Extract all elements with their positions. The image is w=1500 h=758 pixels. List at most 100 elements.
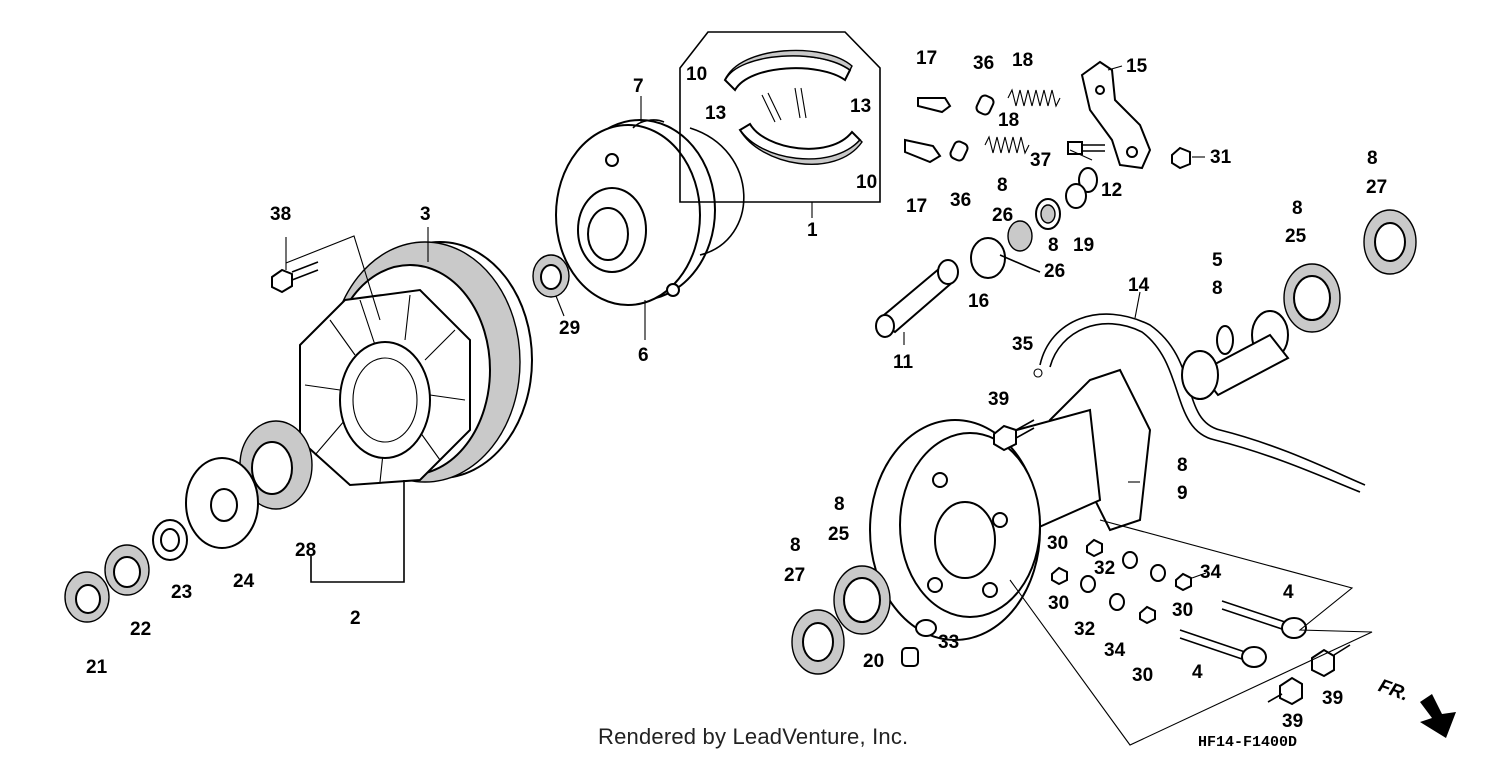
callout-1: 1 [807, 220, 818, 241]
callout-19: 19 [1073, 235, 1094, 256]
callout-34: 34 [1104, 640, 1126, 661]
callout-32: 32 [1074, 619, 1095, 640]
callout-6: 6 [638, 345, 649, 366]
callout-30: 30 [1172, 600, 1193, 621]
render-credit: Rendered by LeadVenture, Inc. [598, 724, 909, 749]
bolt-39-top [993, 419, 1035, 452]
washer-23 [152, 519, 188, 561]
callout-15: 15 [1126, 56, 1148, 77]
o-ring-7 [632, 119, 745, 256]
callout-26: 26 [992, 205, 1013, 226]
callout-2: 2 [350, 608, 361, 629]
bolts-39-lower [1267, 644, 1351, 706]
joints-36 [949, 94, 995, 162]
callout-30: 30 [1048, 593, 1069, 614]
collar-5 [1181, 310, 1290, 400]
callout-labels: 1 2 3 4 4 5 6 7 8 8 8 8 8 8 8 8 8 9 10 1… [86, 48, 1387, 732]
brake-shoe-group [679, 31, 881, 203]
axle-housing [869, 368, 1152, 641]
housing-group-lines [1009, 519, 1373, 746]
callout-27: 27 [1366, 177, 1387, 198]
callout-18: 18 [1012, 50, 1033, 71]
bolt-38 [271, 261, 319, 294]
bearing-25-upper [1283, 263, 1341, 333]
callout-24: 24 [233, 571, 255, 592]
clip-35 [1033, 368, 1043, 378]
oil-seal-28 [239, 420, 313, 510]
pins-17 [904, 97, 952, 164]
plug-20-washer-33 [901, 619, 937, 667]
callout-35: 35 [1012, 334, 1034, 355]
callout-36: 36 [973, 53, 994, 74]
nut-22 [104, 544, 150, 596]
callout-12: 12 [1101, 180, 1122, 201]
brake-drum-hub [299, 241, 533, 487]
callout-21: 21 [86, 657, 108, 678]
callout-8: 8 [1048, 235, 1059, 256]
washer-24 [185, 457, 259, 549]
callout-4: 4 [1283, 582, 1294, 603]
callout-25: 25 [828, 524, 850, 545]
callout-13: 13 [850, 96, 871, 117]
callout-8: 8 [1212, 278, 1223, 299]
leader-38-hub [285, 235, 381, 321]
leader-lines [285, 65, 1207, 579]
brake-cam-11 [875, 259, 959, 338]
callout-25: 25 [1285, 226, 1307, 247]
callout-17: 17 [906, 196, 927, 217]
seal-27-upper [1363, 209, 1417, 275]
callout-36: 36 [950, 190, 971, 211]
callout-39: 39 [1322, 688, 1343, 709]
callout-5: 5 [1212, 250, 1223, 271]
callout-18: 18 [998, 110, 1019, 131]
studs-4 [1179, 600, 1307, 668]
callout-7: 7 [633, 76, 644, 97]
callout-9: 9 [1177, 483, 1188, 504]
brake-arm-15 [1080, 60, 1152, 170]
front-arrow-icon [1420, 694, 1456, 738]
callout-31: 31 [1210, 147, 1232, 168]
group-bracket-2 [310, 480, 405, 583]
callout-39: 39 [1282, 711, 1303, 732]
callout-17: 17 [916, 48, 937, 69]
callout-3: 3 [420, 204, 431, 225]
indicator-plate-16 [970, 237, 1041, 279]
washers-12-19-26 [1007, 167, 1098, 252]
callout-20: 20 [863, 651, 884, 672]
callout-39: 39 [988, 389, 1009, 410]
bearing-25-lower [833, 565, 891, 635]
callout-13: 13 [705, 103, 726, 124]
nut-21 [64, 571, 110, 623]
callout-34: 34 [1200, 562, 1222, 583]
callout-27: 27 [784, 565, 805, 586]
callout-8: 8 [790, 535, 801, 556]
seal-29 [532, 254, 570, 298]
callout-10: 10 [686, 64, 707, 85]
callout-32: 32 [1094, 558, 1115, 579]
callout-28: 28 [295, 540, 316, 561]
callout-8: 8 [834, 494, 845, 515]
callout-37: 37 [1030, 150, 1051, 171]
nuts-washers-30-32-34 [1051, 538, 1192, 625]
nut-31 [1171, 146, 1191, 170]
callout-14: 14 [1128, 275, 1150, 296]
callout-16: 16 [968, 291, 989, 312]
callout-22: 22 [130, 619, 151, 640]
callout-8: 8 [1177, 455, 1188, 476]
callout-8: 8 [997, 175, 1008, 196]
callout-23: 23 [171, 582, 192, 603]
callout-33: 33 [938, 632, 959, 653]
diagram-code: HF14-F1400D [1198, 734, 1298, 751]
callout-30: 30 [1132, 665, 1153, 686]
springs-18 [984, 88, 1061, 155]
callout-10: 10 [856, 172, 877, 193]
callout-30: 30 [1047, 533, 1068, 554]
callout-38: 38 [270, 204, 291, 225]
callout-11: 11 [893, 352, 914, 373]
callout-26: 26 [1044, 261, 1065, 282]
callout-8: 8 [1292, 198, 1303, 219]
seal-27-lower [791, 609, 845, 675]
callout-4: 4 [1192, 662, 1203, 683]
